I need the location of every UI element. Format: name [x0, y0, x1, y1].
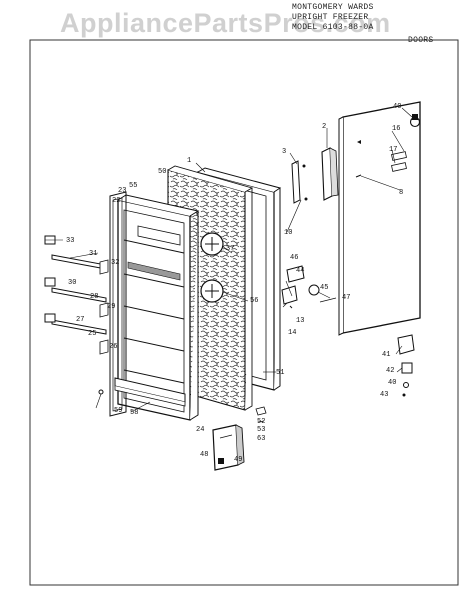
callout-label: 56: [250, 297, 258, 305]
callout-label: 40: [393, 103, 401, 111]
callout-label: 30: [68, 279, 76, 287]
callout-label: 25: [88, 330, 96, 338]
header-model: MODEL 6103-88-0A: [292, 23, 374, 32]
door-shelf-bars: [44, 235, 109, 355]
callout-label: 16: [392, 125, 400, 133]
callout-label: 42: [386, 367, 394, 375]
callout-label: 46: [290, 254, 298, 262]
bottom-trim: [98, 377, 186, 407]
callout-label: 22: [112, 197, 120, 205]
callout-label: 40: [388, 379, 396, 387]
callout-label: 33: [66, 237, 74, 245]
callout-label: 24: [196, 426, 204, 434]
callout-label: 58: [130, 409, 138, 417]
callout-label: 2: [322, 123, 326, 131]
header-product: UPRIGHT FREEZER: [292, 13, 369, 22]
callout-label: 52: [257, 418, 265, 426]
callout-label: 45: [320, 284, 328, 292]
callout-label: 29: [107, 303, 115, 311]
door-handle: [291, 147, 339, 204]
diagram-border: [29, 39, 459, 586]
callout-label: 31: [89, 250, 97, 258]
callout-label: 10: [284, 229, 292, 237]
callout-label: 50: [158, 168, 166, 176]
callout-label: 47: [342, 294, 350, 302]
bottom-bracket: [212, 406, 267, 471]
callout-label: 44: [296, 267, 304, 275]
callout-label: 23: [118, 187, 126, 195]
callout-label: 28: [90, 293, 98, 301]
callout-labels: 1 2 3 8 10 13 14 16 17 22 23 24 25 26 27…: [66, 103, 403, 464]
callout-label: 13: [296, 317, 304, 325]
door-liner: [117, 194, 200, 421]
callout-label: 59: [114, 407, 122, 415]
callout-label: 41: [382, 351, 390, 359]
callout-label: 53: [257, 426, 265, 434]
callout-label: 1: [187, 157, 191, 165]
door-latch-parts: [281, 265, 337, 309]
leader-lines: [45, 107, 413, 413]
door-gasket: [109, 191, 127, 417]
callout-label: 26: [109, 343, 117, 351]
callout-label: 27: [76, 316, 84, 324]
callout-label: 49: [234, 456, 242, 464]
callout-label: 55: [129, 182, 137, 190]
callout-label: 14: [288, 329, 296, 337]
watermark: AppliancePartsPros.com: [60, 8, 391, 38]
callout-label: 8: [399, 189, 403, 197]
header-brand: MONTGOMERY WARDS: [292, 3, 374, 12]
callout-label: 32: [111, 259, 119, 267]
callout-label: 48: [200, 451, 208, 459]
callout-label: 43: [380, 391, 388, 399]
callout-label: 17: [389, 146, 397, 154]
callout-label: 51: [276, 369, 284, 377]
outer-door-panel: [338, 101, 421, 336]
callout-label: 37: [226, 245, 234, 253]
callout-label: 3: [282, 148, 286, 156]
callout-label: 63: [257, 435, 265, 443]
